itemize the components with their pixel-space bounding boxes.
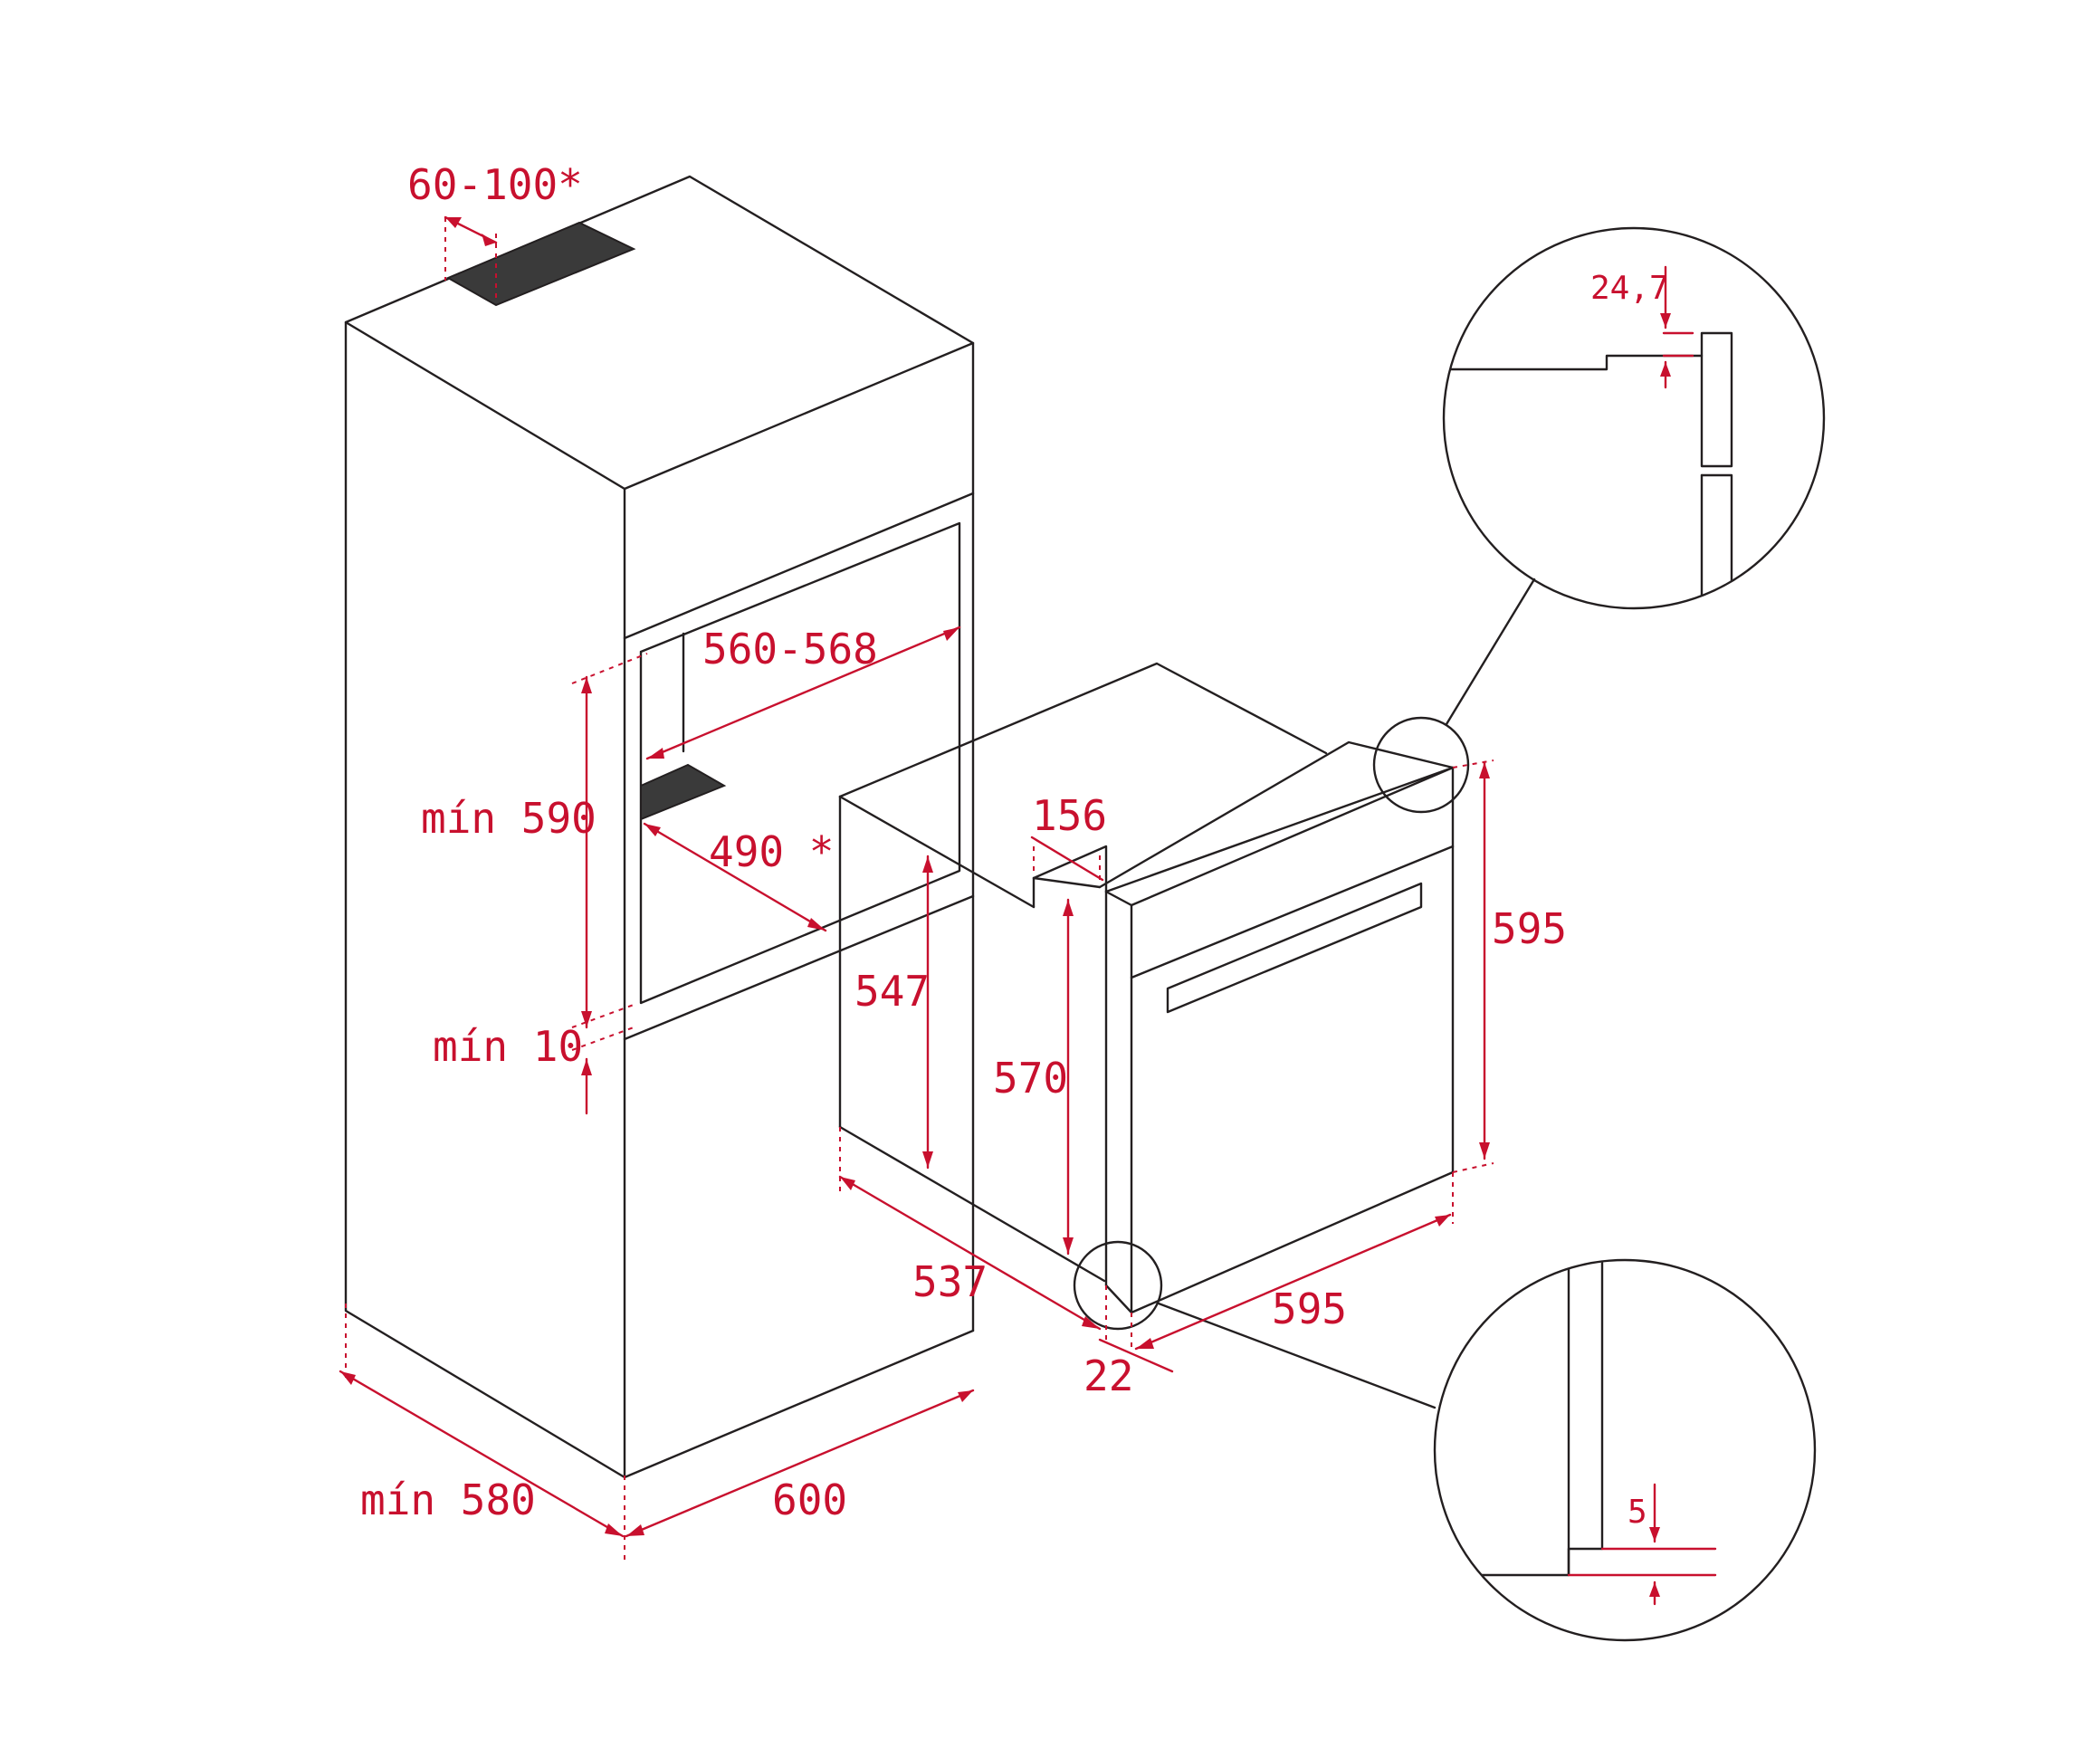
arrowheads <box>340 217 1671 1597</box>
label-vent-depth: 490 * <box>709 827 834 876</box>
detail-top <box>1372 226 1826 814</box>
label-bottom-gap: mín 10 <box>433 1022 583 1071</box>
label-vent-gap: 60-100* <box>407 160 583 209</box>
label-oven-total-height: 595 <box>1492 904 1567 953</box>
label-oven-depth: 537 <box>912 1257 988 1306</box>
dimension-labels: 60-100* 560-568 mín 590 490 * mín 10 mín… <box>360 160 1669 1531</box>
label-detail-top: 24,7 <box>1590 270 1669 307</box>
niche-vent <box>640 763 727 821</box>
dimension-lines <box>339 215 1717 1606</box>
label-oven-front-height: 570 <box>993 1054 1068 1103</box>
label-door-thickness: 22 <box>1083 1351 1133 1400</box>
label-oven-width: 595 <box>1272 1284 1347 1333</box>
label-niche-width: 560-568 <box>702 625 878 673</box>
top-vent <box>445 221 636 307</box>
label-oven-body-height: 547 <box>854 967 930 1016</box>
detail-bottom <box>1073 1240 1817 1642</box>
label-cabinet-width: 600 <box>772 1475 847 1524</box>
oven <box>838 662 1455 1314</box>
label-detail-bottom: 5 <box>1628 1494 1647 1531</box>
cabinet <box>344 175 975 1479</box>
label-cabinet-depth: mín 580 <box>360 1475 536 1524</box>
label-niche-height: mín 590 <box>421 794 597 843</box>
label-oven-front-depth: 156 <box>1032 791 1107 840</box>
